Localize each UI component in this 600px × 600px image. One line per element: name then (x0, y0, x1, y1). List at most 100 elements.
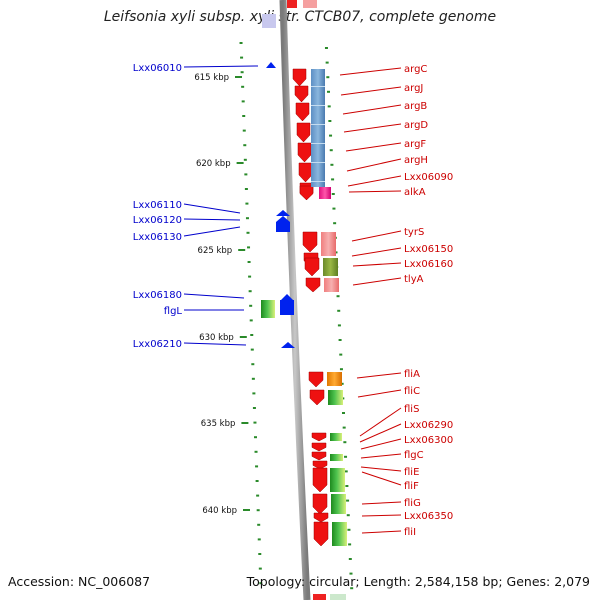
leader-line (348, 190, 402, 193)
gene-label[interactable]: Lxx06160 (404, 259, 453, 270)
leader-line (360, 453, 402, 459)
gene-label[interactable]: fliG (404, 498, 421, 509)
tick-mark (245, 202, 249, 205)
cds-block-blue (280, 300, 294, 315)
tick-mark (252, 407, 256, 409)
tick-mark (253, 436, 257, 439)
tick-mark (243, 158, 247, 161)
tick-mark (344, 470, 348, 473)
cds-arrow-red (298, 162, 313, 183)
leader-line (356, 372, 402, 379)
tick-mark (327, 90, 331, 93)
gene-label[interactable]: argH (404, 155, 428, 166)
gene-label[interactable]: Lxx06110 (133, 200, 182, 211)
gene-label[interactable]: argB (404, 101, 427, 112)
feature-block-pink (324, 278, 339, 292)
gene-label[interactable]: argD (404, 120, 428, 131)
gene-label[interactable]: Lxx06210 (133, 339, 182, 350)
gene-label[interactable]: fliI (404, 527, 416, 538)
tick-mark (345, 485, 349, 487)
leader-line (183, 218, 241, 221)
gene-label[interactable]: flgL (164, 306, 183, 317)
tick-mark (337, 309, 341, 312)
gene-label[interactable]: flgC (404, 450, 424, 461)
tick-mark (327, 105, 331, 108)
leader-line (342, 104, 402, 115)
tick-mark (253, 421, 257, 424)
kbp-label: 620 kbp (196, 159, 231, 169)
gene-label[interactable]: argC (404, 64, 427, 75)
gene-label[interactable]: alkA (404, 187, 426, 198)
gene-label[interactable]: fliA (404, 369, 420, 380)
feature-block-blue (311, 69, 325, 187)
gene-label[interactable]: Lxx06150 (404, 244, 453, 255)
gene-label[interactable]: argF (404, 139, 426, 150)
gene-label[interactable]: Lxx06130 (133, 232, 182, 243)
feature-block-green (328, 390, 343, 405)
tick-mark (347, 528, 351, 531)
leader-line (361, 530, 402, 534)
tick-mark (249, 319, 253, 322)
accession-text: Accession: NC_006087 (8, 574, 151, 589)
tick-mark (332, 207, 336, 210)
cds-tri-blue (276, 210, 290, 216)
gene-label[interactable]: Lxx06350 (404, 511, 453, 522)
gene-label[interactable]: Lxx06180 (133, 290, 182, 301)
feature-block-olive (323, 258, 338, 276)
leader-line (345, 142, 402, 152)
leader-line (340, 86, 402, 96)
leader-line (351, 230, 402, 242)
cds-arrow-red (308, 371, 324, 388)
tick-mark (256, 494, 260, 497)
cds-arrow-red (313, 512, 329, 523)
kbp-tick (236, 162, 244, 164)
tick-mark (343, 441, 347, 444)
tick-mark (245, 217, 249, 220)
fragment-top (262, 14, 276, 28)
leader-line (339, 67, 402, 76)
tick-mark (251, 377, 255, 380)
cds-arrow-red (312, 460, 328, 470)
tick-mark (331, 193, 335, 195)
cds-arrow-red (312, 467, 328, 493)
leader-line (359, 407, 402, 437)
leader-line (361, 514, 402, 517)
cds-arrow-red (311, 451, 327, 461)
tick-mark (339, 353, 343, 356)
gene-label[interactable]: fliE (404, 467, 419, 478)
cds-tri-blue (276, 216, 290, 222)
gene-label[interactable]: fliF (404, 481, 419, 492)
gene-label[interactable]: tyrS (404, 227, 424, 238)
tick-mark (329, 149, 333, 152)
tick-mark (348, 558, 352, 560)
cds-arrow-red (305, 277, 321, 293)
tick-mark (250, 348, 254, 351)
feature-divider (311, 124, 325, 125)
tick-mark (244, 173, 248, 176)
gene-label[interactable]: fliS (404, 404, 419, 415)
feature-block-green (330, 454, 343, 461)
tick-mark (333, 222, 337, 225)
cds-arrow-red (302, 231, 318, 253)
tick-mark (340, 382, 344, 385)
tick-mark (325, 61, 329, 64)
gene-label[interactable]: Lxx06090 (404, 172, 453, 183)
leader-line (343, 123, 402, 133)
leader-line (352, 277, 402, 286)
gene-label[interactable]: fliC (404, 386, 420, 397)
leader-line (347, 175, 402, 187)
gene-label[interactable]: Lxx06120 (133, 215, 182, 226)
cds-arrow-red (311, 432, 327, 442)
leader-line (357, 389, 402, 398)
gene-label[interactable]: Lxx06300 (404, 435, 453, 446)
gene-label[interactable]: Lxx06010 (133, 63, 182, 74)
feature-block-green (332, 522, 347, 546)
gene-label[interactable]: argJ (404, 83, 423, 94)
gene-label[interactable]: tlyA (404, 274, 424, 285)
genome-summary: Topology: circular; Length: 2,584,158 bp… (246, 574, 590, 589)
kbp-tick (243, 509, 250, 511)
gene-label[interactable]: Lxx06290 (404, 420, 453, 431)
tick-mark (350, 587, 354, 590)
kbp-label: 625 kbp (198, 246, 233, 256)
tick-mark (329, 134, 333, 137)
